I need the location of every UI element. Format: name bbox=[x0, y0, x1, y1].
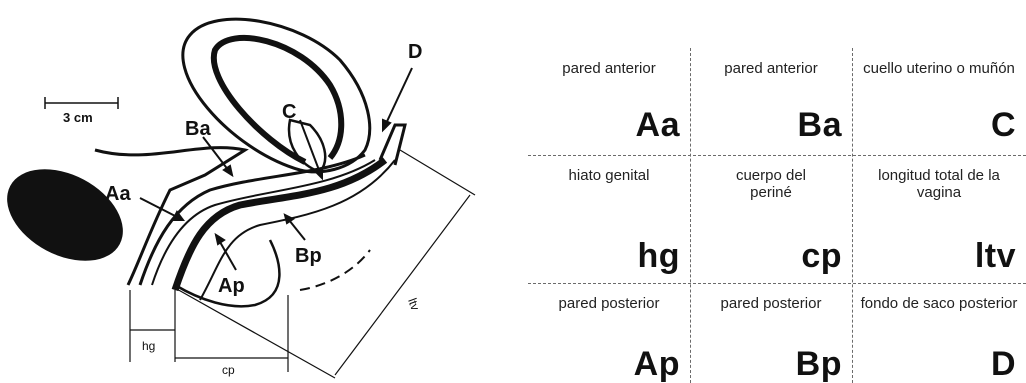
grid-cell-hg: hiato genital hg bbox=[528, 155, 690, 283]
ltv-measure-line bbox=[335, 195, 470, 375]
cp-label: cp bbox=[222, 363, 235, 377]
arrow-ap-head bbox=[216, 235, 224, 244]
cell-description: pared posterior bbox=[528, 295, 690, 312]
label-d: D bbox=[408, 41, 422, 63]
label-c: C bbox=[282, 101, 296, 123]
label-ap: Ap bbox=[218, 275, 245, 297]
arrow-bp-head bbox=[285, 215, 293, 223]
cell-code: Ba bbox=[798, 108, 842, 142]
arrow-d-head bbox=[383, 120, 390, 130]
pop-q-reference-grid: pared anterior Aa pared anterior Ba cuel… bbox=[528, 48, 1026, 383]
rectum-shape bbox=[0, 151, 139, 280]
label-ba: Ba bbox=[185, 118, 211, 140]
ltv-label: ltv bbox=[405, 296, 422, 312]
cell-description: pared anterior bbox=[690, 60, 852, 77]
cell-code: ltv bbox=[975, 239, 1016, 273]
hg-label: hg bbox=[142, 339, 155, 353]
cell-code: D bbox=[991, 347, 1016, 381]
cell-code: Bp bbox=[796, 347, 842, 381]
cell-description: hiato genital bbox=[528, 167, 690, 184]
grid-cell-d: fondo de saco posterior D bbox=[852, 283, 1026, 383]
arrow-aa-head bbox=[173, 212, 183, 220]
cell-code: Ap bbox=[634, 347, 680, 381]
grid-cell-c: cuello uterino o muñón C bbox=[852, 48, 1026, 155]
scale-bar-label: 3 cm bbox=[63, 110, 93, 125]
cell-description: fondo de saco posterior bbox=[852, 295, 1026, 312]
ltv-guide-top bbox=[400, 150, 475, 195]
grid-cell-bp: pared posterior Bp bbox=[690, 283, 852, 383]
grid-cell-cp: cuerpo del periné cp bbox=[690, 155, 852, 283]
grid-cell-ltv: longitud total de la vagina ltv bbox=[852, 155, 1026, 283]
arrow-c-head bbox=[315, 169, 322, 178]
grid-cell-ba: pared anterior Ba bbox=[690, 48, 852, 155]
arrow-d bbox=[383, 68, 412, 130]
pop-q-anatomical-diagram: 3 cm Aa Ba C D Ap Bp hg cp ltv bbox=[0, 0, 500, 383]
cell-code: cp bbox=[801, 239, 842, 273]
cell-description: cuerpo del periné bbox=[690, 167, 852, 201]
label-bp: Bp bbox=[295, 245, 322, 267]
grid-cell-aa: pared anterior Aa bbox=[528, 48, 690, 155]
cell-description: pared posterior bbox=[690, 295, 852, 312]
cell-code: C bbox=[991, 108, 1016, 142]
cell-description: longitud total de la vagina bbox=[852, 167, 1026, 201]
cervix-shape bbox=[289, 120, 325, 172]
grid-cell-ap: pared posterior Ap bbox=[528, 283, 690, 383]
ltv-guide-bottom bbox=[175, 288, 335, 378]
label-aa: Aa bbox=[105, 183, 131, 205]
cell-description: pared anterior bbox=[528, 60, 690, 77]
cell-code: hg bbox=[637, 239, 680, 273]
cell-description: cuello uterino o muñón bbox=[852, 60, 1026, 77]
cell-code: Aa bbox=[636, 108, 680, 142]
